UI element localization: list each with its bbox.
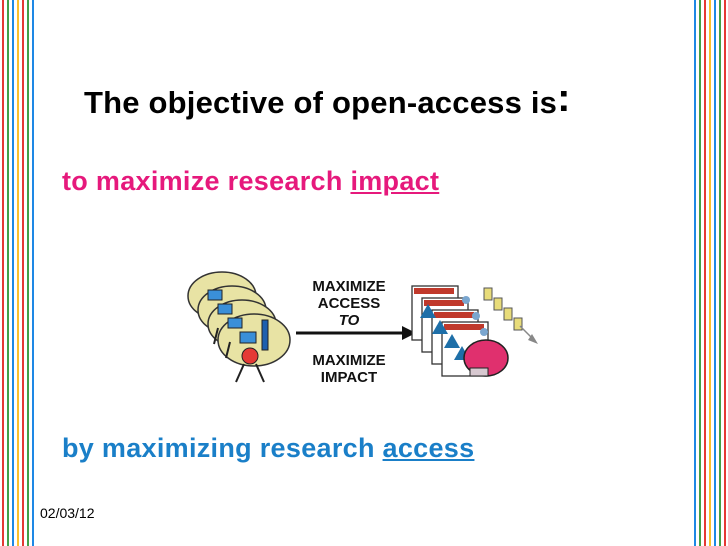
figure-illustration bbox=[187, 271, 538, 383]
impact-line: to maximize research impact bbox=[62, 166, 439, 197]
left-stripe-border bbox=[0, 0, 36, 546]
slide-title-text: The objective of open-access is bbox=[84, 85, 558, 120]
slide-date: 02/03/12 bbox=[40, 505, 95, 521]
figure-top-label-line: TO bbox=[338, 312, 360, 329]
slide-title: The objective of open-access is: bbox=[84, 76, 571, 123]
researcher-stack-icon bbox=[187, 271, 291, 383]
right-stripe-border bbox=[692, 0, 728, 546]
right-arrow-icon bbox=[296, 326, 416, 340]
figure-bottom-label: MAXIMIZE IMPACT bbox=[284, 352, 414, 386]
figure-top-label-line: ACCESS bbox=[317, 295, 381, 312]
impact-line-text: to maximize research bbox=[62, 166, 351, 196]
paper-stack-icon bbox=[411, 285, 538, 377]
figure-top-label: MAXIMIZE ACCESS TO bbox=[284, 278, 414, 329]
access-impact-figure: MAXIMIZE ACCESS TO MAXIMIZE IMPACT bbox=[174, 260, 554, 400]
access-keyword: access bbox=[382, 433, 475, 463]
figure-bottom-label-line: MAXIMIZE bbox=[312, 352, 386, 369]
figure-bottom-label-line: IMPACT bbox=[320, 369, 378, 386]
access-line: by maximizing research access bbox=[62, 433, 474, 464]
impact-keyword: impact bbox=[350, 166, 440, 196]
slide-title-colon: : bbox=[557, 76, 571, 120]
access-line-text: by maximizing research bbox=[62, 433, 383, 463]
figure-top-label-line: MAXIMIZE bbox=[312, 278, 386, 295]
